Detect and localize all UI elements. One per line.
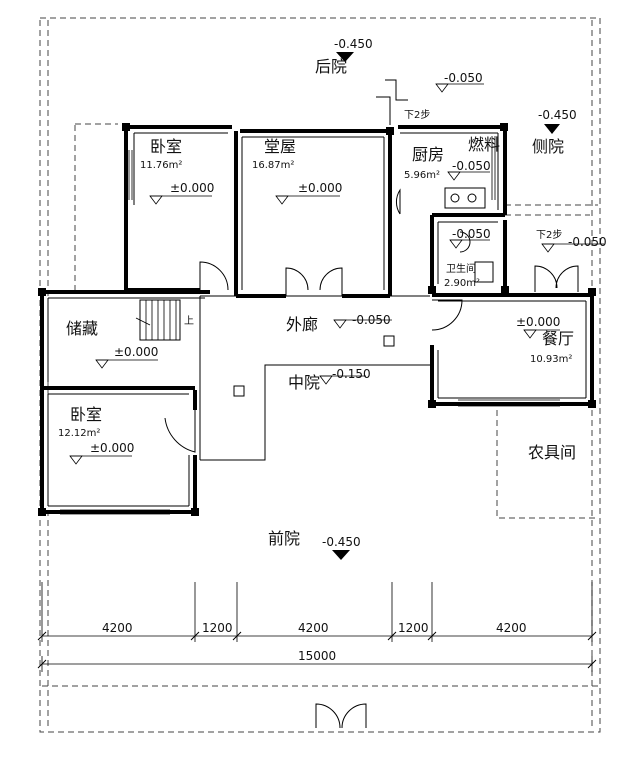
wall-posts xyxy=(38,123,596,516)
note-step-down-1: 下2步 xyxy=(404,109,430,121)
label-bedroom-1: 卧室 xyxy=(150,137,182,156)
dim-total: 15000 xyxy=(298,649,336,663)
level-dining: ±0.000 xyxy=(516,315,560,329)
area-hall: 16.87m² xyxy=(252,160,294,171)
label-storage: 储藏 xyxy=(66,319,98,338)
level-triangles xyxy=(69,52,604,560)
area-dining: 10.93m² xyxy=(530,354,572,365)
level-storage: ±0.000 xyxy=(114,345,158,359)
level-bedroom-1: ±0.000 xyxy=(170,181,214,195)
label-back-yard: 后院 xyxy=(315,57,347,76)
label-bedroom-2: 卧室 xyxy=(70,405,102,424)
level-bedroom-2: ±0.000 xyxy=(90,441,134,455)
level-back-yard: -0.450 xyxy=(334,37,373,51)
level-bathroom: -0.050 xyxy=(452,227,491,241)
label-dining: 餐厅 xyxy=(542,329,574,348)
label-kitchen: 厨房 xyxy=(412,145,444,164)
inner-wall-lines xyxy=(47,132,587,507)
label-corridor: 外廊 xyxy=(286,315,318,334)
side-yard-boundary xyxy=(505,204,598,216)
room-labels: 后院 -0.450 侧院 -0.450 下2步 -0.050 卧室 11.76m… xyxy=(58,37,607,549)
dimension-chain: 4200 1200 4200 1200 4200 15000 xyxy=(37,582,597,672)
level-hall: ±0.000 xyxy=(298,181,342,195)
dim-segment-1: 4200 xyxy=(102,621,133,635)
label-tool-room: 农具间 xyxy=(528,443,576,462)
level-step-top: -0.050 xyxy=(444,71,483,85)
label-middle-yard: 中院 xyxy=(288,373,320,392)
area-bedroom-2: 12.12m² xyxy=(58,428,100,439)
label-fuel: 燃料 xyxy=(468,135,500,154)
level-corridor: -0.050 xyxy=(352,313,391,327)
dim-segment-4: 1200 xyxy=(398,621,429,635)
walls xyxy=(40,125,594,514)
level-front-yard: -0.450 xyxy=(322,535,361,549)
level-kitchen: -0.050 xyxy=(452,159,491,173)
area-bathroom: 2.90m² xyxy=(444,278,480,289)
tool-room-outline xyxy=(496,410,598,519)
note-stair-up: 上 xyxy=(184,315,194,327)
fixtures xyxy=(233,79,494,397)
label-side-yard: 侧院 xyxy=(532,137,564,156)
dim-segment-5: 4200 xyxy=(496,621,527,635)
level-middle-yard: -0.150 xyxy=(332,367,371,381)
label-front-yard: 前院 xyxy=(268,529,300,548)
note-step-down-2: 下2步 xyxy=(536,229,562,241)
label-hall: 堂屋 xyxy=(264,137,296,156)
label-bathroom: 卫生间 xyxy=(446,262,476,275)
level-step-side: -0.050 xyxy=(568,235,607,249)
area-kitchen: 5.96m² xyxy=(404,170,440,181)
dim-segment-2: 1200 xyxy=(202,621,233,635)
area-bedroom-1: 11.76m² xyxy=(140,160,182,171)
stair xyxy=(135,299,181,341)
windows xyxy=(60,136,560,515)
dim-segment-3: 4200 xyxy=(298,621,329,635)
level-side-yard: -0.450 xyxy=(538,108,577,122)
doors xyxy=(164,188,579,729)
